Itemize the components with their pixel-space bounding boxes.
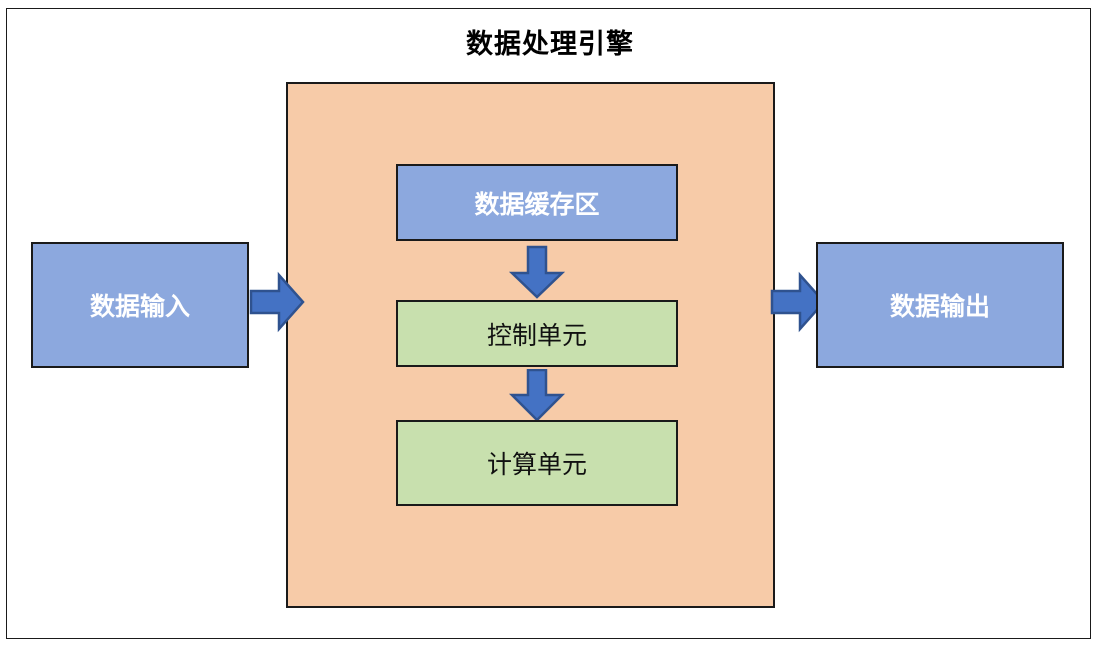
node-data-input-label: 数据输入 [89,293,190,321]
node-data-buffer-label: 数据缓存区 [474,190,600,219]
node-data-output-label: 数据输出 [889,293,990,321]
node-control-unit-label: 控制单元 [486,321,587,350]
arrow-engine-to-output-icon [770,271,826,333]
node-data-buffer[interactable]: 数据缓存区 [396,164,678,241]
arrow-input-to-engine-icon [249,271,305,333]
node-control-unit[interactable]: 控制单元 [396,300,678,367]
node-compute-unit[interactable]: 计算单元 [396,420,678,506]
arrow-buffer-to-control-icon [507,245,567,299]
node-data-output[interactable]: 数据输出 [816,242,1064,368]
arrow-control-to-compute-icon [507,369,567,421]
node-compute-unit-label: 计算单元 [486,451,587,479]
node-data-input[interactable]: 数据输入 [31,242,249,368]
page-title: 数据处理引擎 [466,29,634,59]
